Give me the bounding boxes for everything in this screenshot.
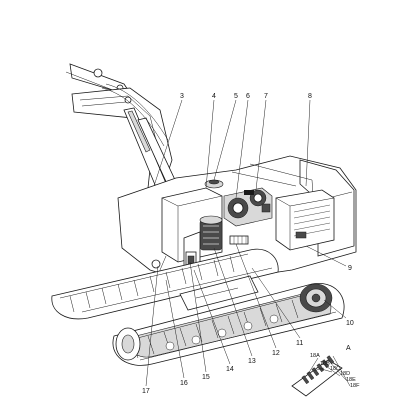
callout-18f: 18F <box>350 383 360 389</box>
callout-labels: 3 4 5 6 7 8 9 10 11 12 13 14 15 16 17 A … <box>142 93 360 395</box>
callout-18d: 18D <box>340 371 350 377</box>
callout-18b: 18B <box>320 361 330 367</box>
upper-structure <box>117 155 357 291</box>
callout-12: 12 <box>272 350 280 357</box>
callout-9: 9 <box>348 265 352 272</box>
callout-10: 10 <box>346 320 354 327</box>
callout-18a: 18A <box>310 353 320 359</box>
travel-motor <box>299 283 333 313</box>
callout-17: 17 <box>142 388 150 395</box>
callout-13: 13 <box>248 358 256 365</box>
swing-motor <box>199 215 223 251</box>
callout-11: 11 <box>296 340 303 347</box>
callout-7: 7 <box>264 93 268 100</box>
callout-6: 6 <box>246 93 250 100</box>
detail-view-label: A <box>346 345 351 352</box>
callout-5: 5 <box>234 93 238 100</box>
callout-16: 16 <box>180 380 188 387</box>
callout-8: 8 <box>308 93 312 100</box>
callout-15: 15 <box>202 374 210 381</box>
leader-lines <box>145 99 347 387</box>
callout-14: 14 <box>226 366 234 373</box>
boom-arm <box>65 63 177 193</box>
callout-3: 3 <box>180 93 184 100</box>
undercarriage <box>51 248 345 366</box>
detail-view-a <box>291 355 351 397</box>
callout-4: 4 <box>212 93 216 100</box>
callout-18e: 18E <box>346 377 356 383</box>
callout-18c: 18C <box>330 366 340 372</box>
